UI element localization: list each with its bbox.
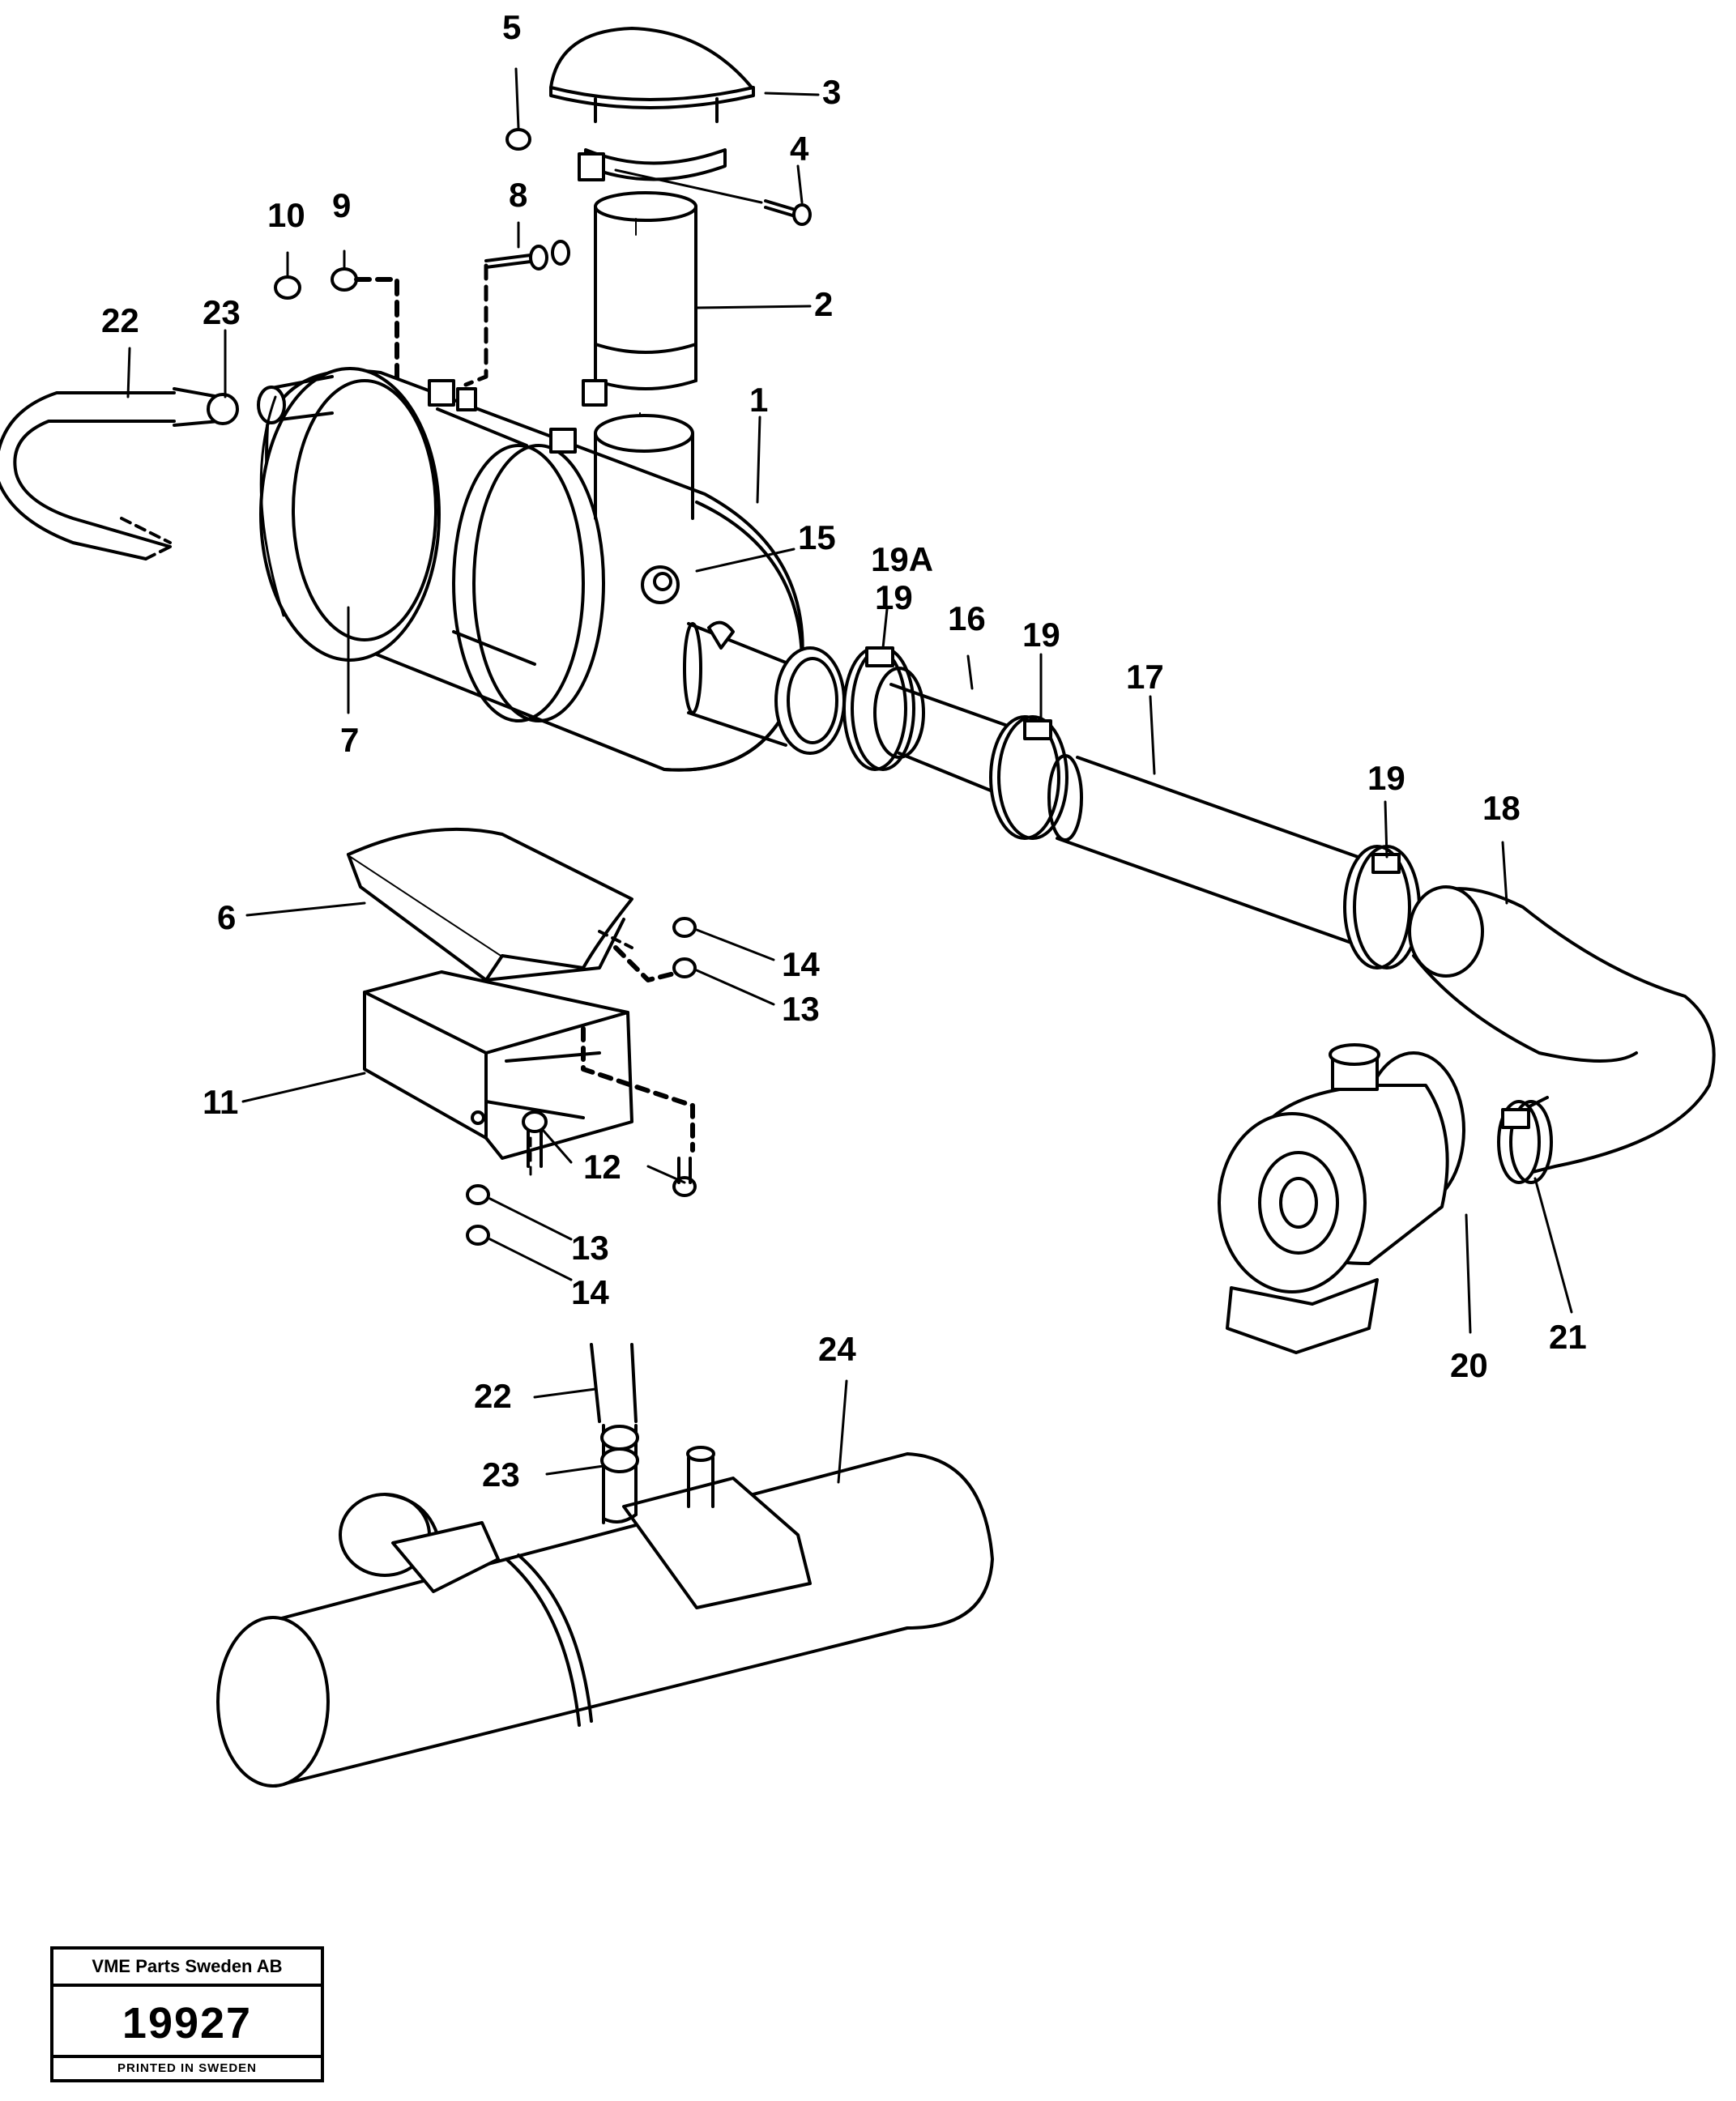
washer-13-bottom: [466, 1184, 490, 1205]
callout-19a: 19: [875, 578, 913, 616]
callout-17: 17: [1126, 658, 1164, 696]
callout-14b: 14: [571, 1273, 609, 1311]
callout-7: 7: [340, 721, 359, 759]
support-bracket-11: [363, 970, 633, 1160]
callout-13a: 13: [782, 990, 820, 1028]
callout-22b: 22: [474, 1377, 512, 1415]
callout-8: 8: [509, 176, 527, 214]
muffler: [216, 1446, 994, 1788]
callout-5: 5: [502, 8, 521, 46]
callout-23a: 23: [203, 293, 241, 331]
turbocharger: [1218, 1043, 1465, 1354]
nut-14-bottom: [466, 1225, 490, 1246]
hose-clamp-19c: [1343, 845, 1421, 970]
callout-12: 12: [583, 1148, 621, 1186]
hose-clamp-19b: [989, 715, 1068, 840]
callout-19c: 19: [1367, 759, 1405, 797]
callout-19A: 19A: [871, 540, 933, 578]
clamp-screw: [614, 168, 812, 226]
rain-cap: [549, 27, 755, 123]
band-7: [259, 395, 285, 617]
callout-2: 2: [814, 285, 833, 323]
drain-hose-upper: [0, 375, 334, 560]
callout-10: 10: [267, 196, 305, 234]
intake-pipe: [582, 191, 697, 430]
callout-19b: 19: [1022, 616, 1060, 654]
callout-24: 24: [818, 1330, 856, 1368]
hose-16: [873, 667, 1018, 799]
nut-10: [274, 275, 301, 300]
callout-15: 15: [798, 518, 836, 556]
pipe-17: [1047, 754, 1387, 949]
callout-22a: 22: [101, 301, 139, 339]
hose-clamp-21: [1497, 1100, 1553, 1184]
dash-8: [463, 263, 488, 387]
callout-21: 21: [1549, 1318, 1587, 1356]
washer-9: [331, 267, 358, 292]
callout-14a: 14: [782, 945, 820, 983]
callout-18: 18: [1482, 789, 1521, 827]
hose-clamp-19a: [842, 646, 915, 771]
callout-20: 20: [1450, 1346, 1488, 1384]
dash-bracket-b: [613, 945, 683, 982]
callout-23b: 23: [482, 1455, 520, 1494]
nut-14-top: [672, 917, 697, 938]
outlet-pipe: [683, 620, 846, 755]
dash-9-10: [354, 277, 399, 391]
dash-bracket-a: [581, 1026, 695, 1153]
bolt-12: [522, 1110, 697, 1197]
leader-lines: [126, 67, 1573, 1484]
nut-5: [505, 128, 531, 151]
callout-9: 9: [332, 186, 351, 224]
stamp-company: VME Parts Sweden AB: [53, 1950, 321, 1987]
bolt-8: [484, 240, 570, 271]
air-cleaner-housing: [259, 367, 804, 772]
callout-4: 4: [790, 130, 809, 168]
cap-clamp: [578, 148, 727, 181]
callout-6: 6: [217, 898, 236, 936]
washer-13-top: [672, 957, 697, 978]
callout-13b: 13: [571, 1229, 609, 1267]
stamp-number: 19927: [122, 1999, 253, 2048]
restriction-indicator: [641, 565, 680, 604]
bracket-6: [347, 827, 633, 982]
callout-3: 3: [822, 73, 841, 111]
callout-1: 1: [749, 381, 768, 419]
elbow-hose-18: [1408, 885, 1716, 1176]
stamp-printed: PRINTED IN SWEDEN: [53, 2055, 321, 2079]
parts-stamp: VME Parts Sweden AB 19927 PRINTED IN SWE…: [50, 1946, 324, 2082]
callout-16: 16: [948, 599, 986, 637]
callout-11: 11: [203, 1083, 238, 1121]
drain-hose-lower: [590, 1343, 639, 1524]
